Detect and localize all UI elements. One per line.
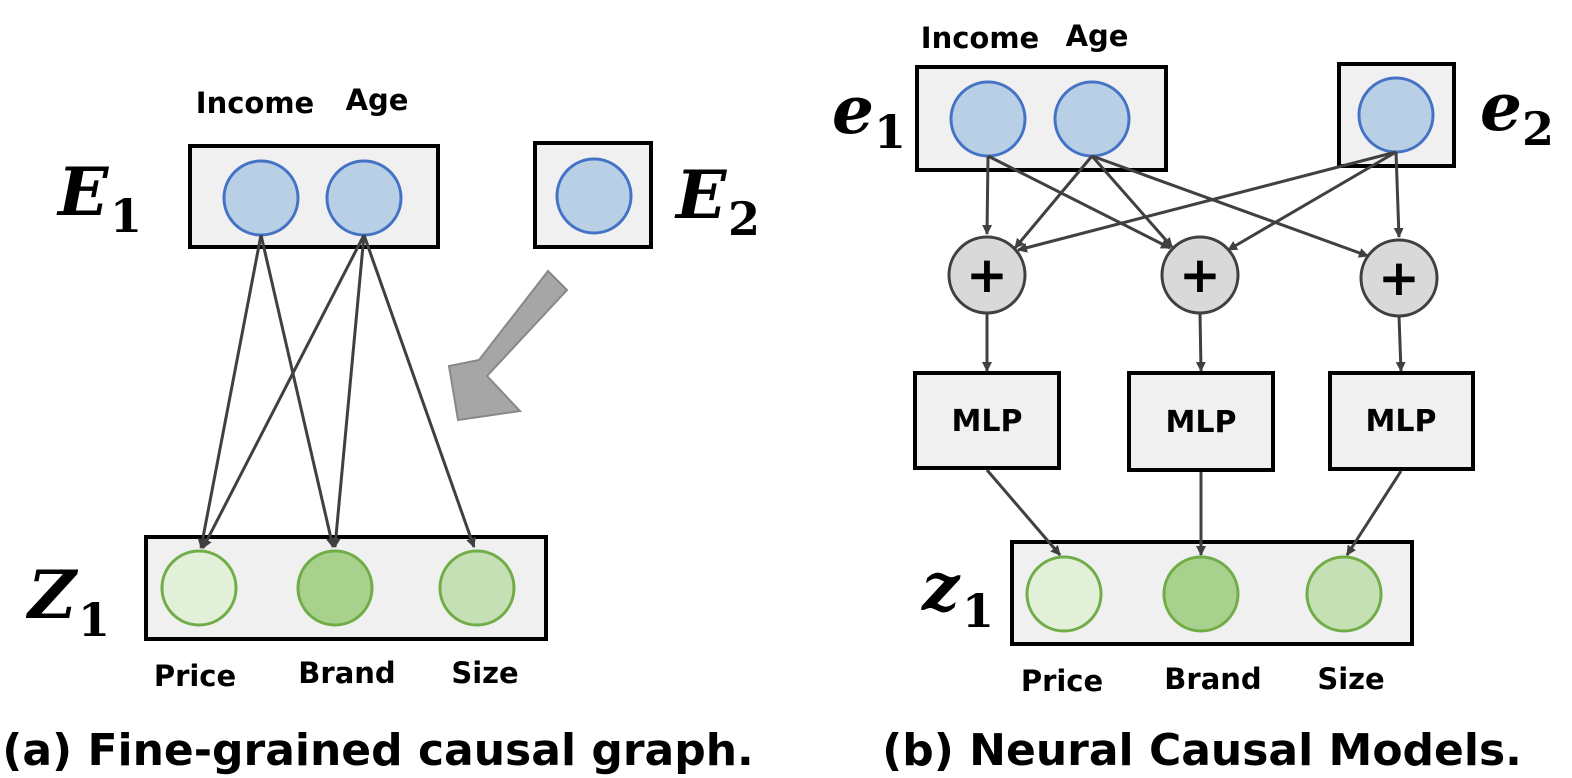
z1-symbol: Z bbox=[25, 556, 79, 634]
size-label: Size bbox=[451, 656, 518, 690]
edge-age-brand bbox=[330, 234, 366, 548]
edge-income-brand bbox=[259, 234, 336, 548]
e2-subscript-b: 2 bbox=[1522, 102, 1554, 156]
mlp-box-2 bbox=[1127, 371, 1275, 472]
edge-age-plus1 bbox=[1013, 155, 1094, 249]
svg-text:+: + bbox=[966, 246, 1008, 304]
z1-subscript: 1 bbox=[78, 593, 110, 647]
e2-symbol-b: e bbox=[1480, 68, 1522, 146]
brand-node-b bbox=[1162, 555, 1240, 633]
size-label-b: Size bbox=[1317, 662, 1384, 696]
size-node-b bbox=[1305, 555, 1383, 633]
mlp-label-3: MLP bbox=[1366, 404, 1437, 439]
income-label-b: Income bbox=[921, 21, 1039, 55]
mlp-label-1: MLP bbox=[952, 404, 1023, 439]
edge-mlp1-price bbox=[985, 469, 1062, 556]
plus-operator-3: + bbox=[1359, 238, 1439, 318]
e1-subscript: 1 bbox=[110, 189, 142, 243]
brand-node bbox=[296, 549, 374, 627]
panel-b: Income Age e 1 e 2 + + + MLP MLP MLP bbox=[832, 19, 1554, 776]
e2-node bbox=[555, 157, 633, 235]
age-label-b: Age bbox=[1066, 19, 1129, 53]
age-label: Age bbox=[346, 83, 409, 117]
big-gray-arrow bbox=[447, 269, 569, 422]
caption-a: (a) Fine-grained causal graph. bbox=[2, 725, 754, 776]
e2-node-b bbox=[1357, 76, 1435, 154]
panel-a: Income Age E 1 E 2 Z 1 Price Brand Size … bbox=[2, 83, 760, 776]
edge-income-price bbox=[197, 234, 263, 549]
e2-symbol: E bbox=[674, 156, 728, 234]
e1-subscript-b: 1 bbox=[874, 105, 906, 159]
mlp-label-2: MLP bbox=[1166, 405, 1237, 440]
edge-age-price bbox=[201, 234, 366, 549]
edge-income-plus2 bbox=[987, 154, 1171, 250]
edge-plus2-mlp2 bbox=[1195, 312, 1206, 372]
brand-label: Brand bbox=[298, 656, 395, 690]
edge-mlp3-size bbox=[1345, 470, 1403, 556]
edge-e2-plus3 bbox=[1393, 151, 1404, 238]
plus-operator-1: + bbox=[947, 235, 1027, 315]
edge-e2-plus2 bbox=[1227, 150, 1397, 252]
e1-symbol-b: e bbox=[832, 71, 874, 149]
mlp-box-1 bbox=[913, 371, 1061, 470]
price-label: Price bbox=[154, 659, 236, 693]
edge-plus3-mlp3 bbox=[1395, 315, 1406, 372]
edge-age-size bbox=[362, 234, 476, 548]
svg-text:+: + bbox=[1378, 249, 1420, 307]
svg-text:+: + bbox=[1179, 246, 1221, 304]
income-label: Income bbox=[196, 86, 314, 120]
income-node bbox=[222, 159, 300, 237]
income-node-b bbox=[949, 80, 1027, 158]
edge-age-plus3 bbox=[1091, 154, 1369, 258]
z1-symbol-b: z bbox=[921, 548, 961, 626]
edge-income-plus1 bbox=[982, 155, 993, 235]
mlp-box-3 bbox=[1328, 371, 1475, 471]
e2-subscript: 2 bbox=[728, 192, 760, 246]
edge-e2-plus1 bbox=[1017, 150, 1397, 253]
price-label-b: Price bbox=[1021, 664, 1103, 698]
age-node-b bbox=[1053, 80, 1131, 158]
e1-symbol: E bbox=[56, 153, 110, 231]
z1-subscript-b: 1 bbox=[962, 584, 994, 638]
size-node bbox=[438, 549, 516, 627]
price-node-b bbox=[1025, 555, 1103, 633]
plus-operator-2: + bbox=[1160, 235, 1240, 315]
age-node bbox=[325, 159, 403, 237]
price-node bbox=[160, 549, 238, 627]
brand-label-b: Brand bbox=[1164, 662, 1261, 696]
caption-b: (b) Neural Causal Models. bbox=[882, 725, 1522, 776]
edge-age-plus2 bbox=[1090, 155, 1174, 248]
